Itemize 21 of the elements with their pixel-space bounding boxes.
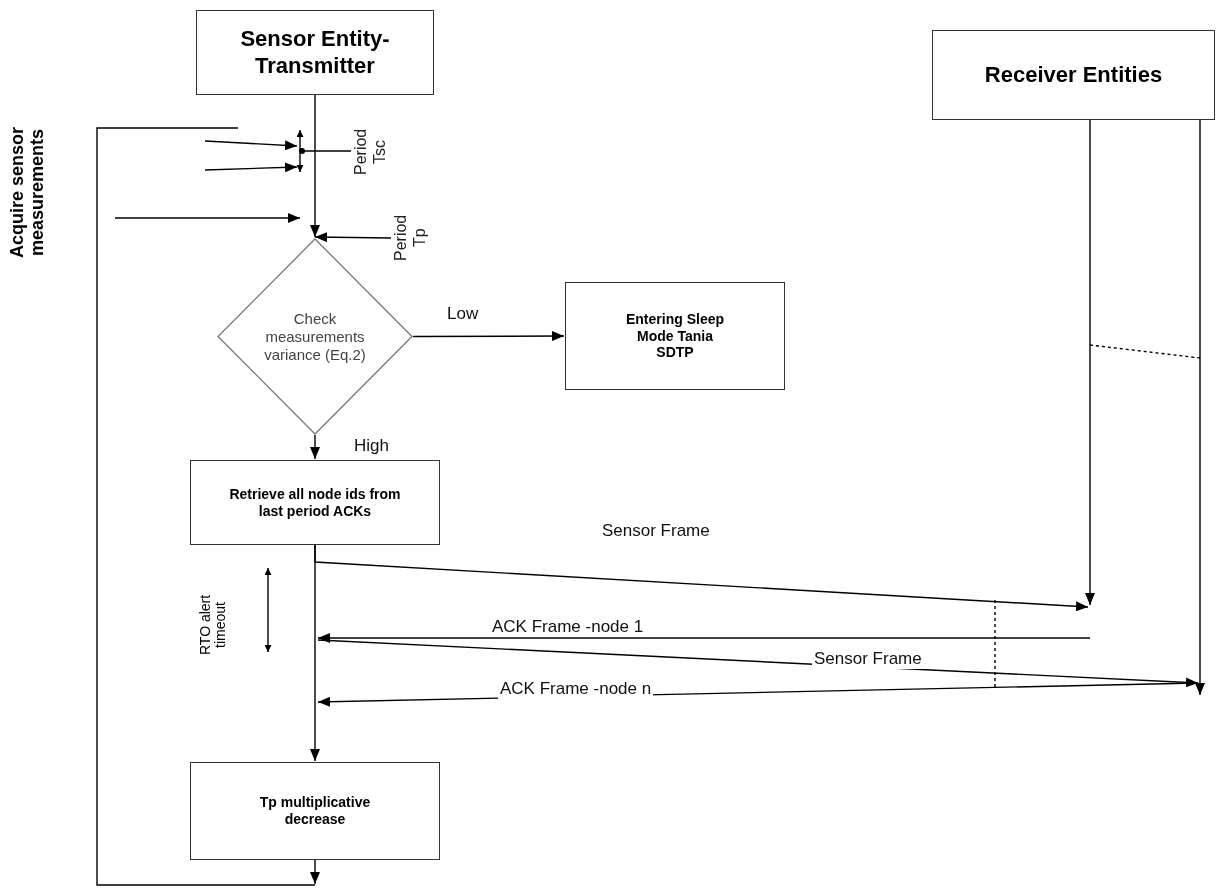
process-box: Entering Sleep Mode Tania SDTP (565, 282, 785, 390)
period-label: Period Tp (392, 202, 428, 274)
arrow (1195, 119, 1205, 696)
arrow (310, 434, 320, 460)
process-box: Retrieve all node ids from last period ACKs (190, 460, 440, 545)
arrow (1085, 119, 1095, 606)
timeout-label: RTO alert timeout (198, 593, 230, 658)
receiver-box: Receiver Entities (932, 30, 1215, 120)
message-label: ACK Frame -node n (498, 680, 654, 699)
process-box: Tp multiplicative decrease (190, 762, 440, 860)
arrow (314, 544, 1089, 612)
arrow (310, 94, 320, 238)
arrow (412, 331, 565, 342)
leader-line (298, 147, 352, 155)
transmitter-box: Sensor Entity- Transmitter (196, 10, 434, 95)
edge-label: High (352, 437, 391, 456)
message-label: Sensor Frame (812, 650, 924, 669)
arrow (314, 232, 392, 243)
arrow (310, 859, 320, 885)
side-label: Acquire sensor measurements (8, 126, 48, 260)
period-label: Period Tsc (352, 106, 388, 198)
